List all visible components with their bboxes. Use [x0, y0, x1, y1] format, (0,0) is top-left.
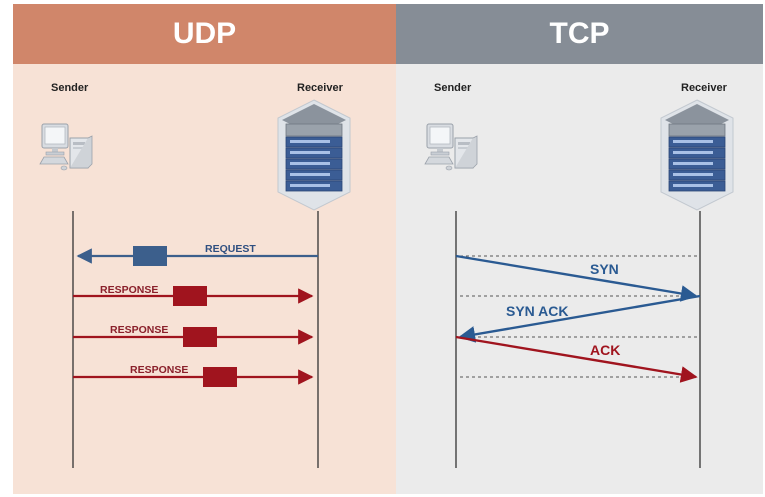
response-label-3: RESPONSE — [130, 364, 188, 376]
udp-request-message: REQUEST — [76, 243, 318, 266]
udp-response-message-2: RESPONSE — [73, 324, 314, 347]
response-packet-3 — [203, 367, 237, 387]
response-packet-2 — [183, 327, 217, 347]
syn-label: SYN — [590, 261, 619, 277]
udp-sender-computer-icon — [39, 123, 93, 171]
tcp-receiver-label: Receiver — [681, 82, 727, 94]
response-label-1: RESPONSE — [100, 284, 158, 296]
tcp-syn-message: SYN — [455, 254, 698, 302]
udp-response-message-1: RESPONSE — [73, 284, 314, 306]
request-packet — [133, 246, 167, 266]
udp-response-message-3: RESPONSE — [73, 364, 314, 387]
synack-label: SYN ACK — [506, 303, 569, 319]
tcp-ack-message: ACK — [455, 335, 698, 383]
request-label: REQUEST — [205, 243, 256, 255]
udp-receiver-server-icon — [277, 99, 351, 211]
tcp-receiver-server-icon — [660, 99, 734, 211]
tcp-sender-computer-icon — [424, 123, 478, 171]
tcp-panel: TCP Sender Receiver — [396, 4, 763, 494]
tcp-synack-message: SYN ACK — [458, 294, 701, 343]
udp-receiver-label: Receiver — [297, 82, 343, 94]
tcp-sender-label: Sender — [434, 82, 472, 94]
udp-sender-label: Sender — [51, 82, 89, 94]
response-packet-1 — [173, 286, 207, 306]
tcp-dashed-guides — [460, 255, 700, 378]
tcp-header: TCP — [396, 4, 763, 64]
ack-label: ACK — [590, 342, 620, 358]
response-label-2: RESPONSE — [110, 324, 168, 336]
udp-header: UDP — [13, 4, 396, 64]
